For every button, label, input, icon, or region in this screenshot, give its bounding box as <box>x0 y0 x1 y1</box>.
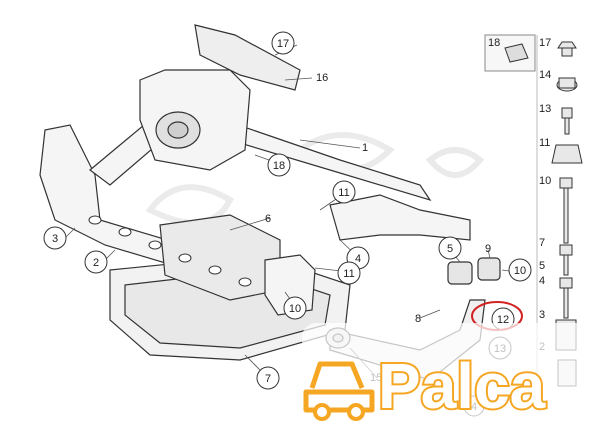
callout-label: 11 <box>338 187 349 199</box>
callout-label: 8 <box>415 313 421 325</box>
callout-label: 7 <box>265 373 271 385</box>
callout-3: 3 <box>43 226 67 250</box>
callout-label: 1 <box>362 142 368 154</box>
callout-label: 9 <box>485 243 491 255</box>
callout-2: 2 <box>84 250 108 274</box>
callout-9: 9 <box>485 243 491 255</box>
callout-label: 4 <box>355 253 361 265</box>
part-label-18: 18 <box>488 37 500 49</box>
palca-logo: Palca <box>302 323 594 424</box>
callout-label: 3 <box>52 233 58 245</box>
callout-17: 17 <box>271 31 295 55</box>
part-label-13: 13 <box>539 103 551 115</box>
car-icon <box>303 361 375 413</box>
part-label-3: 3 <box>539 309 545 321</box>
callout-label: 16 <box>316 72 328 84</box>
parts-column-labels: 18 17 14 13 11 10 7 5 4 3 2 1 <box>488 37 551 407</box>
callout-11-upper: 11 <box>332 180 356 204</box>
callout-16: 16 <box>316 72 328 84</box>
callout-18: 18 <box>267 153 291 177</box>
callout-8: 8 <box>415 313 421 325</box>
callout-label: 18 <box>273 160 285 172</box>
logo-text: Palca <box>378 350 546 422</box>
callout-10-right: 10 <box>508 258 532 282</box>
callout-10-lower: 10 <box>283 296 307 320</box>
callout-label: 2 <box>93 257 99 269</box>
callout-11-lower: 11 <box>337 261 361 285</box>
callout-label: 10 <box>514 265 526 277</box>
part-label-10: 10 <box>539 175 551 187</box>
callout-label: 5 <box>447 243 453 255</box>
callout-label: 6 <box>265 213 271 225</box>
callout-label: 11 <box>343 268 354 280</box>
part-label-7: 7 <box>539 237 545 249</box>
callout-5: 5 <box>438 236 462 260</box>
beam-holes <box>88 215 252 287</box>
callout-label: 17 <box>277 38 289 50</box>
callout-6: 6 <box>265 213 271 225</box>
callout-1: 1 <box>362 142 368 154</box>
part-label-5: 5 <box>539 260 545 272</box>
callout-label: 10 <box>289 303 301 315</box>
part-label-11: 11 <box>539 137 550 149</box>
callout-7: 7 <box>256 366 280 390</box>
part-label-14: 14 <box>539 69 551 81</box>
part-label-4: 4 <box>539 275 545 287</box>
part-label-17: 17 <box>539 37 551 49</box>
subframe <box>39 24 471 316</box>
